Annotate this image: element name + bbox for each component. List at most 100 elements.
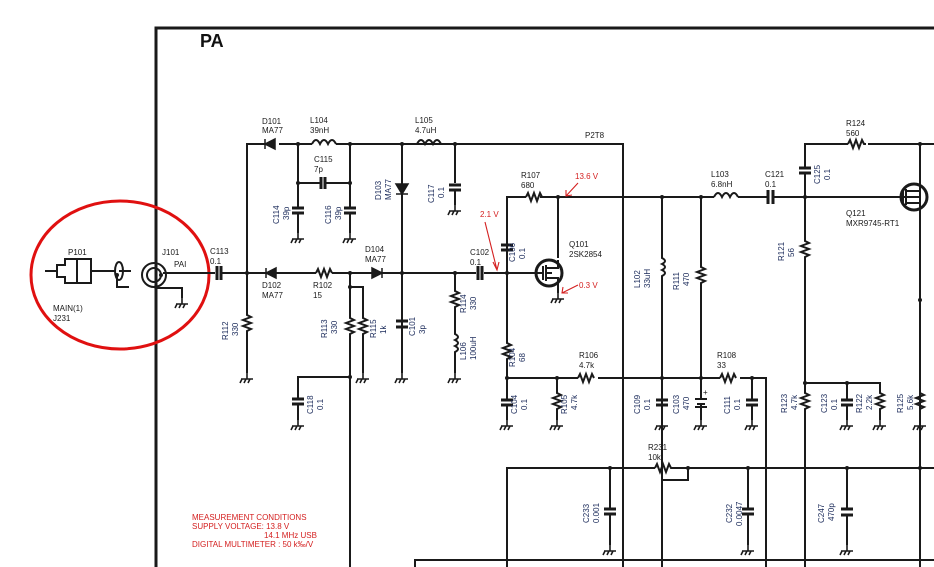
l102-ref: L102 <box>633 270 642 288</box>
q101-value: 2SK2854 <box>569 250 602 259</box>
c103-ref: C103 <box>672 394 681 414</box>
c109-value: 0.1 <box>643 398 652 410</box>
c232-ref: C232 <box>725 503 734 523</box>
r112-value: 330 <box>231 322 240 336</box>
r124-ref: R124 <box>846 119 866 128</box>
drain-voltage-arrow <box>565 182 579 197</box>
d104-diode-icon <box>371 266 384 280</box>
r104-ref: R104 <box>508 347 517 367</box>
p101-plug-icon <box>45 258 131 288</box>
c118-value: 0.1 <box>316 398 325 410</box>
r115-value: 1k <box>379 325 388 334</box>
l105-inductor-icon <box>416 139 442 147</box>
c233-value: 0.001 <box>592 502 601 523</box>
l103-inductor-icon <box>713 192 739 200</box>
d101-value: MA77 <box>262 126 283 135</box>
c115-ref: C115 <box>314 155 333 164</box>
r123-ref: R123 <box>780 393 789 413</box>
c115-value: 7p <box>314 165 323 174</box>
l106-value: 100uH <box>469 336 478 360</box>
c106-value: 0.1 <box>518 247 527 259</box>
r231-ref: R231 <box>648 443 668 452</box>
p101-note2: J231 <box>53 314 71 323</box>
r114-value: 330 <box>469 296 478 310</box>
j101-net: PAI <box>174 260 186 269</box>
c123-ref: C123 <box>820 393 829 413</box>
r113-value: 330 <box>330 320 339 334</box>
p101-note1: MAIN(1) <box>53 304 83 313</box>
r231-value: 10k <box>648 453 662 462</box>
r124-value: 560 <box>846 129 860 138</box>
r108-value: 33 <box>717 361 726 370</box>
measurement-meter: DIGITAL MULTIMETER : 50 k‰/V <box>192 540 314 549</box>
l105-ref: L105 <box>415 116 433 125</box>
svg-text:+: + <box>703 388 708 397</box>
q121-ref: Q121 <box>846 209 866 218</box>
c114-value: 39p <box>282 206 291 220</box>
l106-ref: L106 <box>459 342 468 360</box>
c116-ref: C116 <box>324 205 333 224</box>
c103-electrolytic-icon <box>695 398 707 408</box>
r113-ref: R113 <box>320 319 329 338</box>
highlight-circle <box>29 199 211 351</box>
l103-ref: L103 <box>711 170 729 179</box>
net-label-p2t8: P2T8 <box>585 131 605 140</box>
l104-inductor-icon <box>311 139 337 147</box>
source-voltage: 0.3 V <box>579 281 598 290</box>
d103-value: MA77 <box>384 179 393 200</box>
c102-ref: C102 <box>470 248 490 257</box>
r121-ref: R121 <box>777 241 786 261</box>
r121-value: 56 <box>787 248 796 257</box>
c102-value: 0.1 <box>470 258 482 267</box>
c104-value: 0.1 <box>520 398 529 410</box>
c104-ref: C104 <box>510 394 519 414</box>
c247-value: 470p <box>827 503 836 521</box>
drain-voltage: 13.6 V <box>575 172 599 181</box>
c113-ref: C113 <box>210 247 229 256</box>
c117-value: 0.1 <box>437 186 446 198</box>
d101-ref: D101 <box>262 117 282 126</box>
c121-value: 0.1 <box>765 180 777 189</box>
r108-resistor-icon <box>719 371 737 385</box>
r102-resistor-icon <box>315 266 333 280</box>
r111-ref: R111 <box>672 272 681 290</box>
r105-ref: R105 <box>560 394 569 414</box>
r115-ref: R115 <box>369 319 378 338</box>
d104-value: MA77 <box>365 255 386 264</box>
c106-ref: C106 <box>508 242 517 262</box>
r102-value: 15 <box>313 291 322 300</box>
l105-value: 4.7uH <box>415 126 437 135</box>
r106-resistor-icon <box>577 371 595 385</box>
c232-value: 0.0047 <box>735 501 744 526</box>
gate-voltage-arrow <box>484 221 500 272</box>
c125-value: 0.1 <box>823 168 832 180</box>
c121-ref: C121 <box>765 170 785 179</box>
gate-voltage: 2.1 V <box>480 210 499 219</box>
r122-value: 2.2k <box>865 394 874 410</box>
l102-value: 33uH <box>643 269 652 288</box>
c118-ref: C118 <box>306 395 315 414</box>
section-title: PA <box>200 31 224 51</box>
r105-value: 4.7k <box>570 394 579 410</box>
c111-value: 0.1 <box>733 398 742 410</box>
l104-ref: L104 <box>310 116 328 125</box>
d102-diode-icon <box>264 266 277 280</box>
d101-diode-icon <box>263 137 276 151</box>
measurement-supply: SUPPLY VOLTAGE: 13.8 V <box>192 522 290 531</box>
c123-value: 0.1 <box>830 398 839 410</box>
r112-ref: R112 <box>221 321 230 340</box>
q121-mosfet-icon <box>899 182 929 212</box>
j101-jack-icon <box>141 262 189 309</box>
c109-ref: C109 <box>633 394 642 414</box>
r125-value: 5.6k <box>906 394 915 410</box>
q121-value: MXR9745-RT1 <box>846 219 900 228</box>
r106-value: 4.7k <box>579 361 595 370</box>
r108-ref: R108 <box>717 351 737 360</box>
c247-ref: C247 <box>817 503 826 523</box>
measurement-freq: 14.1 MHz USB <box>264 531 317 540</box>
r106-ref: R106 <box>579 351 599 360</box>
r107-ref: R107 <box>521 171 541 180</box>
sheet-frame <box>154 26 934 567</box>
source-voltage-arrow <box>561 284 579 294</box>
